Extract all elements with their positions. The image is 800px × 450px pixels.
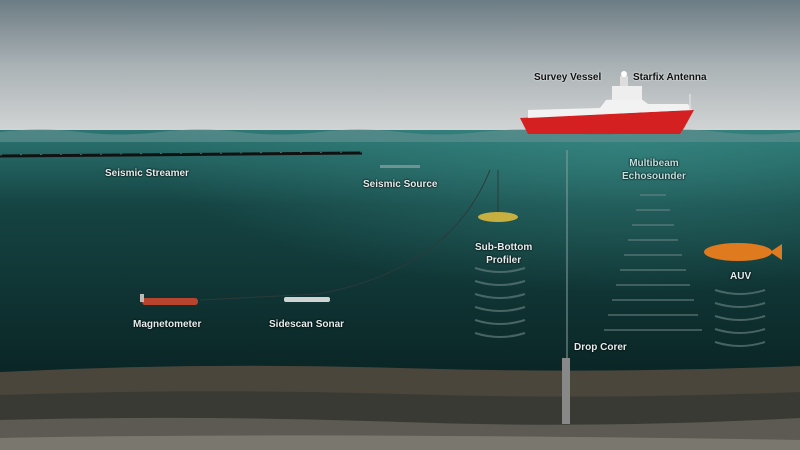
label-sub-bottom-line2: Profiler: [486, 255, 522, 266]
label-sub-bottom-line1: Sub-Bottom: [475, 242, 533, 253]
label-seismic-streamer: Seismic Streamer: [105, 168, 189, 179]
seismic-streamer: [0, 151, 363, 158]
label-multibeam-echosounder: Multibeam Echosounder: [622, 157, 686, 183]
tow-cable: [199, 169, 491, 301]
label-sub-bottom-profiler: Sub-Bottom Profiler: [475, 241, 532, 267]
sub-bottom-profiler-device: [478, 212, 518, 222]
label-sidescan-sonar: Sidescan Sonar: [269, 319, 345, 330]
magnetometer-device: [142, 298, 198, 305]
sub-bottom-pulses: [474, 267, 526, 338]
sidescan-sonar-device: [284, 297, 330, 302]
label-multibeam-line1: Multibeam: [629, 158, 679, 169]
seismic-source: [380, 165, 420, 168]
auv-pulses: [714, 289, 766, 347]
starfix-antenna: [621, 71, 627, 77]
label-seismic-source: Seismic Source: [363, 179, 438, 190]
label-survey-vessel: Survey Vessel: [534, 72, 602, 83]
sea-surface: [0, 129, 800, 142]
label-magnetometer: Magnetometer: [133, 319, 202, 330]
multibeam-pulses: [604, 194, 702, 331]
label-starfix-antenna: Starfix Antenna: [633, 72, 707, 83]
label-auv: AUV: [730, 271, 752, 282]
label-multibeam-line2: Echosounder: [622, 171, 686, 182]
label-drop-corer: Drop Corer: [574, 342, 627, 353]
survey-vessel: [520, 71, 694, 134]
auv-device: [704, 243, 772, 261]
drop-corer-device: [562, 358, 570, 424]
